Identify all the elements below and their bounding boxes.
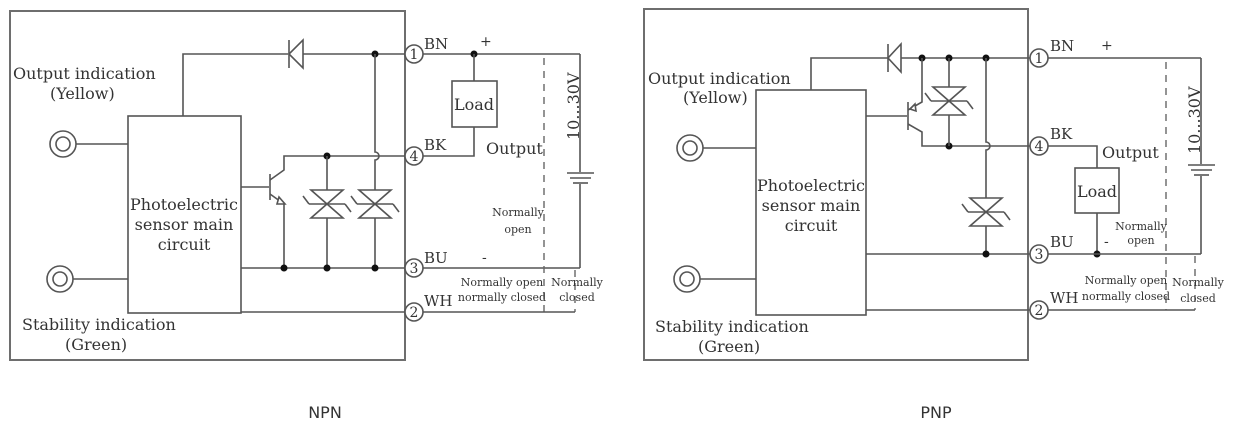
- main-circuit-label-3: circuit: [785, 216, 838, 235]
- svg-text:4: 4: [410, 149, 419, 165]
- normally-closed-label-1: Normally: [551, 276, 604, 289]
- stability-indication-label: Stability indication: [22, 315, 176, 334]
- output-label: Output: [486, 139, 543, 158]
- output-label: Output: [1102, 143, 1159, 162]
- output-indication-label: Output indication: [13, 64, 156, 83]
- wire-label-bn: BN: [1050, 37, 1074, 55]
- normally-open-label-2: open: [504, 223, 531, 236]
- diode-icon: [287, 38, 304, 70]
- voltage-label: 10...30V: [1185, 86, 1204, 154]
- sensor-housing-frame: [9, 10, 406, 361]
- plus-sign: +: [1101, 38, 1113, 54]
- main-circuit-box: [127, 115, 242, 314]
- output-indication-color: (Yellow): [683, 88, 748, 107]
- output-led-icon: [676, 134, 704, 162]
- stability-indication-color: (Green): [698, 337, 760, 356]
- svg-text:1: 1: [1035, 51, 1044, 67]
- wire-label-bk: BK: [424, 136, 447, 154]
- no-nc-label-1: Normally open: [461, 276, 544, 289]
- pnp-caption: PNP: [920, 403, 952, 422]
- wire-label-bn: BN: [424, 35, 448, 53]
- wire-label-bu: BU: [1050, 233, 1074, 251]
- svg-text:4: 4: [1035, 139, 1044, 155]
- no-nc-label-2: normally closed: [458, 291, 546, 304]
- tvs-diode-icon: [924, 86, 974, 116]
- main-circuit-label-1: Photoelectric: [130, 195, 238, 214]
- voltage-label: 10...30V: [564, 72, 583, 140]
- normally-closed-label-2: closed: [559, 291, 595, 304]
- wire-label-bk: BK: [1050, 125, 1073, 143]
- no-nc-label-2: normally closed: [1082, 290, 1170, 303]
- no-nc-label-1: Normally open: [1085, 274, 1168, 287]
- normally-closed-label-2: closed: [1180, 292, 1216, 305]
- npn-diagram: Photoelectric sensor main circuit Output…: [9, 10, 604, 422]
- output-indication-color: (Yellow): [50, 84, 115, 103]
- tvs-diode-icon: [302, 189, 352, 219]
- wire-label-wh: WH: [1050, 289, 1079, 307]
- svg-text:1: 1: [410, 47, 419, 63]
- stability-led-icon: [46, 265, 74, 293]
- svg-text:2: 2: [1035, 303, 1044, 319]
- minus-sign: -: [482, 250, 487, 266]
- plus-sign: +: [480, 34, 492, 50]
- stability-indication-label: Stability indication: [655, 317, 809, 336]
- load-label: Load: [454, 95, 494, 114]
- normally-open-label-1: Normally: [492, 206, 545, 219]
- normally-open-label-1: Normally: [1115, 220, 1168, 233]
- svg-text:3: 3: [1035, 247, 1044, 263]
- wire-label-wh: WH: [424, 292, 453, 310]
- load-label: Load: [1077, 182, 1117, 201]
- output-led-icon: [49, 130, 77, 158]
- main-circuit-label-1: Photoelectric: [757, 176, 865, 195]
- main-circuit-label-2: sensor main: [762, 196, 861, 215]
- output-indication-label: Output indication: [648, 69, 791, 88]
- normally-closed-label-1: Normally: [1172, 276, 1225, 289]
- stability-indication-color: (Green): [65, 335, 127, 354]
- tvs-diode-icon: [961, 197, 1011, 227]
- diode-icon: [886, 41, 902, 75]
- normally-open-label-2: open: [1127, 234, 1154, 247]
- svg-text:2: 2: [410, 305, 419, 321]
- svg-text:3: 3: [410, 261, 419, 277]
- main-circuit-label-2: sensor main: [135, 215, 234, 234]
- pnp-diagram: Photoelectric sensor main circuit Output…: [643, 8, 1225, 422]
- stability-led-icon: [673, 265, 701, 293]
- main-circuit-label-3: circuit: [158, 235, 211, 254]
- minus-sign: -: [1104, 234, 1109, 250]
- tvs-diode-icon: [350, 189, 400, 219]
- wire-label-bu: BU: [424, 249, 448, 267]
- npn-caption: NPN: [308, 403, 342, 422]
- sensor-housing-frame: [643, 8, 1029, 361]
